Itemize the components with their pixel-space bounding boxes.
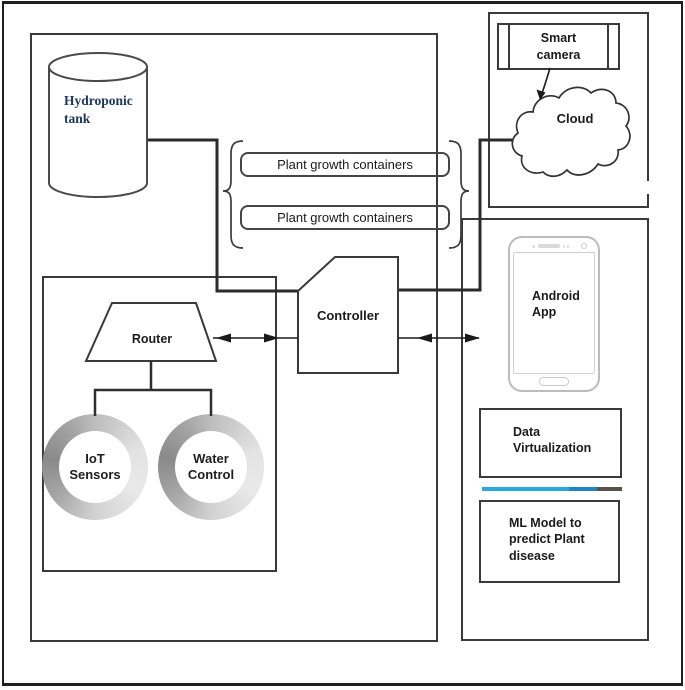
data-virtualization-box [479, 408, 622, 478]
accent-divider-line [482, 487, 622, 491]
phone-dot-2 [563, 245, 565, 248]
phone-home-button [539, 377, 569, 386]
phone-sensor-dot [532, 245, 535, 248]
accent-blue-segment [482, 487, 569, 491]
iot-sensors-ring: IoT Sensors [42, 414, 148, 520]
smart-camera-right-band [607, 25, 609, 68]
ml-model-label: ML Model to predict Plant disease [509, 516, 585, 563]
phone-screen [513, 252, 595, 374]
plant-growth-container-2-label: Plant growth containers [277, 210, 413, 225]
accent-tail-segment [597, 487, 622, 491]
router-label: Router [131, 332, 173, 346]
camera-box-edge-gap [645, 181, 653, 194]
phone-speaker [538, 244, 560, 248]
data-virtualization-label: Data Virtualization [513, 425, 592, 456]
smart-camera-label: Smart camera [536, 31, 581, 62]
plant-growth-container-1: Plant growth containers [240, 152, 450, 177]
plant-growth-container-1-label: Plant growth containers [277, 157, 413, 172]
tank-label: Hydroponic tank [64, 93, 133, 127]
cloud-label: Cloud [556, 111, 594, 126]
android-app-label: Android App [532, 289, 580, 320]
phone-camera-icon [581, 243, 587, 249]
phone-dot-3 [567, 245, 569, 248]
water-control-ring: Water Control [158, 414, 264, 520]
controller-label: Controller [316, 308, 380, 323]
ml-model-box [479, 500, 620, 583]
camera-cloud-box [488, 12, 649, 208]
water-control-label: Water Control [175, 431, 247, 503]
plant-growth-container-2: Plant growth containers [240, 205, 450, 230]
app-panel-box [461, 218, 649, 641]
iot-sensors-label: IoT Sensors [59, 431, 131, 503]
accent-blue-dark-segment [569, 487, 597, 491]
smart-camera-left-band [508, 25, 510, 68]
smart-camera-shape: Smart camera [497, 23, 620, 70]
